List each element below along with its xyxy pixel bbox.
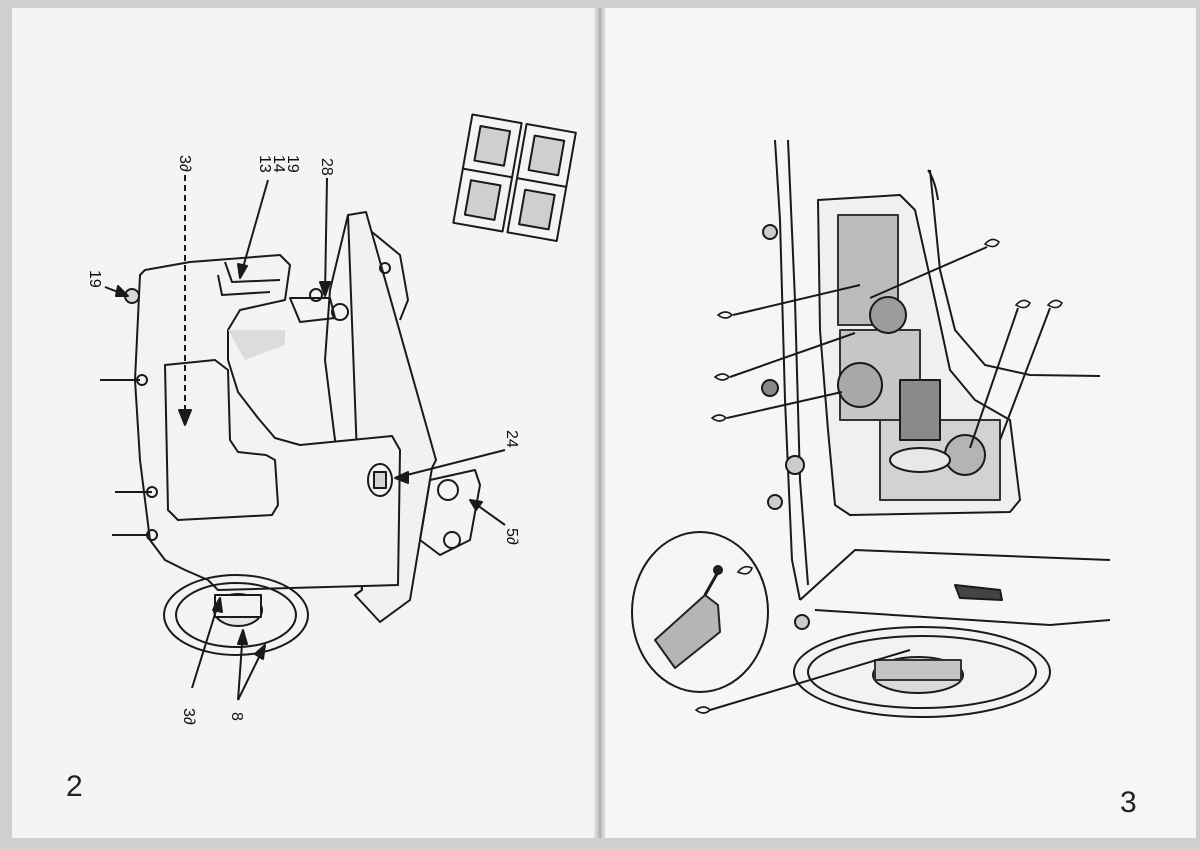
page-number-left: 2 <box>66 770 83 803</box>
book-gutter <box>594 8 606 838</box>
svg-text:13: 13 <box>256 155 273 173</box>
callout-3-top: 3∂ <box>176 155 193 172</box>
svg-text:14: 14 <box>270 155 287 173</box>
svg-text:3∂: 3∂ <box>176 155 193 172</box>
callout-19-top: 19 <box>86 270 103 288</box>
svg-text:3∂: 3∂ <box>180 708 197 725</box>
svg-text:8: 8 <box>228 712 245 721</box>
callout-8: 8 <box>228 712 245 721</box>
callout-24: 24 <box>503 430 520 448</box>
page-number-right: 3 <box>1120 786 1137 819</box>
svg-text:24: 24 <box>503 430 520 448</box>
svg-text:28: 28 <box>318 158 335 176</box>
callout-5: 5∂ <box>503 528 520 545</box>
callout-28: 28 <box>318 158 335 176</box>
callout-3-bottom: 3∂ <box>180 708 197 725</box>
oil-drop-icon <box>694 238 1063 714</box>
oiling-points-illustration <box>631 139 1111 718</box>
svg-text:19: 19 <box>86 270 103 288</box>
svg-text:19: 19 <box>284 155 301 173</box>
svg-text:5∂: 5∂ <box>503 528 520 545</box>
callout-13-14-19: 13 14 19 <box>256 155 301 173</box>
